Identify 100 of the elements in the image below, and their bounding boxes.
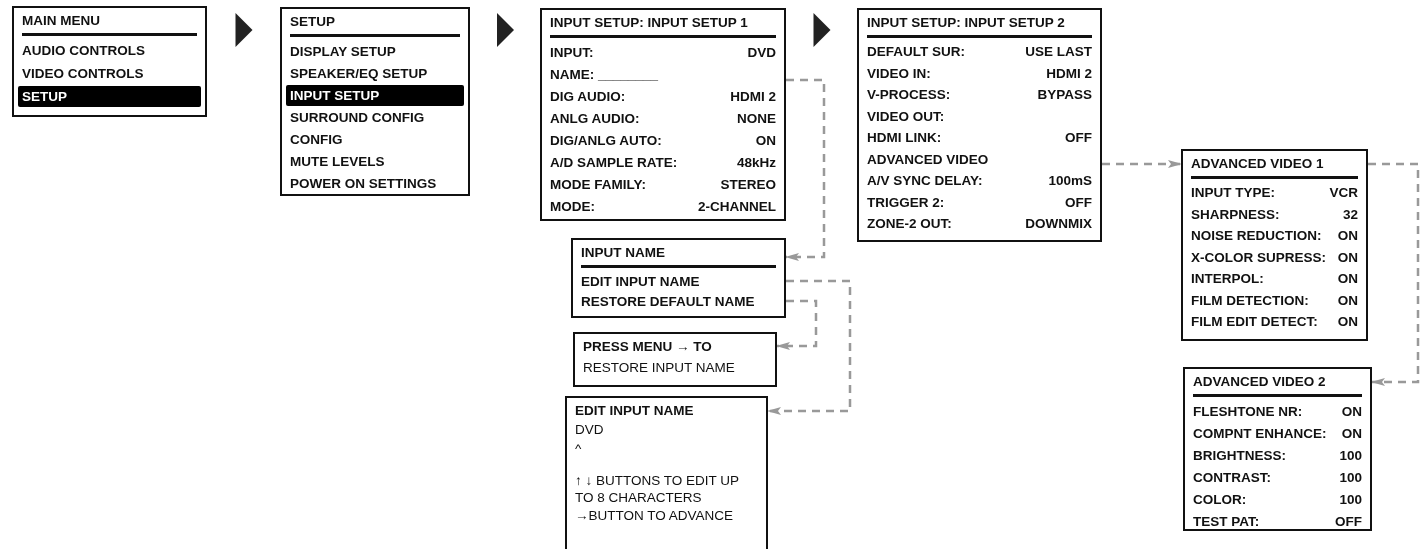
chevron-arrow bbox=[813, 13, 831, 47]
setting-label: VIDEO IN: bbox=[867, 64, 931, 82]
menu-title: MAIN MENU bbox=[22, 13, 100, 28]
setting-label: HDMI LINK: bbox=[867, 129, 942, 147]
dashed-arrow bbox=[1368, 162, 1420, 386]
menu-title: SETUP bbox=[290, 14, 335, 29]
setting-value: OFF bbox=[1065, 193, 1092, 211]
chevron-arrow bbox=[497, 13, 514, 47]
setting-label: FILM EDIT DETECT: bbox=[1191, 313, 1318, 331]
highlighted-menu-item: INPUT SETUP bbox=[286, 84, 464, 106]
menu-title: INPUT NAME bbox=[581, 245, 665, 260]
setting-value: 32 bbox=[1342, 205, 1358, 223]
setting-label: TEST PAT: bbox=[1193, 512, 1260, 530]
setting-label: DEFAULT SUR: bbox=[867, 43, 965, 61]
menu-item: POWER ON SETTINGS bbox=[290, 174, 437, 192]
setting-label: X-COLOR SUPRESS: bbox=[1191, 248, 1326, 266]
setting-label: A/V SYNC DELAY: bbox=[867, 172, 983, 190]
setting-label: FLESHTONE NR: bbox=[1193, 402, 1303, 420]
setting-value: OFF bbox=[1335, 512, 1362, 530]
setting-value: 2-CHANNEL bbox=[698, 197, 776, 215]
menu-screen bbox=[573, 332, 777, 387]
setting-value: 100 bbox=[1339, 490, 1362, 508]
menu-item: AUDIO CONTROLS bbox=[22, 42, 145, 59]
instruction-text: RESTORE INPUT NAME bbox=[583, 358, 735, 376]
setting-label: DIG AUDIO: bbox=[550, 87, 626, 105]
setting-value: OFF bbox=[1065, 129, 1092, 147]
setting-label: V-PROCESS: bbox=[867, 86, 951, 104]
dashed-arrow bbox=[785, 78, 826, 261]
setting-value: DOWNMIX bbox=[1025, 215, 1092, 233]
setting-label: DIG/ANLG AUTO: bbox=[550, 131, 662, 149]
menu-item: SURROUND CONFIG bbox=[290, 108, 425, 126]
setting-label: TRIGGER 2: bbox=[867, 193, 945, 211]
menu-title: INPUT SETUP: INPUT SETUP 1 bbox=[550, 15, 748, 30]
menu-item: CONFIG bbox=[290, 130, 343, 148]
setting-value: ON bbox=[1341, 424, 1362, 442]
menu-item: MUTE LEVELS bbox=[290, 152, 385, 170]
setting-label: A/D SAMPLE RATE: bbox=[550, 153, 678, 171]
setting-value: 100 bbox=[1339, 446, 1362, 464]
setting-label: INTERPOL: bbox=[1191, 270, 1264, 288]
setting-label: ANLG AUDIO: bbox=[550, 109, 640, 127]
setting-value: STEREO bbox=[720, 175, 776, 193]
setting-value: HDMI 2 bbox=[1046, 64, 1092, 82]
menu-item: RESTORE DEFAULT NAME bbox=[581, 292, 755, 310]
setting-value: ON bbox=[1337, 227, 1358, 245]
instruction-text: ↑ ↓ BUTTONS TO EDIT UP TO 8 CHARACTERS bbox=[575, 472, 740, 506]
menu-item: DISPLAY SETUP bbox=[290, 42, 396, 60]
menu-screen bbox=[1181, 149, 1368, 341]
instruction-text: →BUTTON TO ADVANCE bbox=[575, 507, 734, 524]
setting-label: COLOR: bbox=[1193, 490, 1247, 508]
chevron-arrow bbox=[235, 13, 253, 47]
dashed-arrow bbox=[776, 299, 818, 350]
setting-label: ZONE-2 OUT: bbox=[867, 215, 952, 233]
setting-label: FILM DETECTION: bbox=[1191, 291, 1309, 309]
menu-item: VIDEO CONTROLS bbox=[22, 65, 144, 82]
menu-screen bbox=[571, 238, 786, 318]
menu-screen bbox=[857, 8, 1102, 242]
instruction-text: ^ bbox=[575, 440, 582, 457]
setting-label: MODE FAMILY: bbox=[550, 175, 646, 193]
setting-value: ON bbox=[1337, 291, 1358, 309]
dashed-arrow bbox=[767, 279, 852, 415]
setting-value: ON bbox=[1337, 270, 1358, 288]
setting-value: ON bbox=[1341, 402, 1362, 420]
menu-item: NAME: ________ bbox=[550, 65, 659, 83]
setting-value: ON bbox=[1337, 248, 1358, 266]
setting-value: 48kHz bbox=[736, 153, 776, 171]
menu-screen bbox=[1183, 367, 1372, 531]
menu-title: ADVANCED VIDEO 1 bbox=[1191, 156, 1324, 171]
setting-value: ON bbox=[755, 131, 776, 149]
setting-label: INPUT: bbox=[550, 43, 594, 61]
menu-screen bbox=[12, 6, 207, 117]
setting-label: SHARPNESS: bbox=[1191, 205, 1280, 223]
setting-value: 100mS bbox=[1048, 172, 1092, 190]
highlighted-menu-item: SETUP bbox=[18, 86, 201, 107]
setting-value: ON bbox=[1337, 313, 1358, 331]
setting-value: BYPASS bbox=[1037, 86, 1092, 104]
menu-title: INPUT SETUP: INPUT SETUP 2 bbox=[867, 15, 1065, 30]
setting-value: DVD bbox=[747, 43, 776, 61]
menu-screen bbox=[540, 8, 786, 221]
dashed-arrow bbox=[1102, 160, 1182, 168]
menu-item: EDIT INPUT NAME bbox=[581, 272, 700, 290]
setting-label: NOISE REDUCTION: bbox=[1191, 227, 1322, 245]
menu-screen bbox=[280, 7, 470, 196]
setting-label: BRIGHTNESS: bbox=[1193, 446, 1286, 464]
menu-title: EDIT INPUT NAME bbox=[575, 403, 694, 418]
setting-label: CONTRAST: bbox=[1193, 468, 1271, 486]
setting-label: COMPNT ENHANCE: bbox=[1193, 424, 1327, 442]
menu-item: VIDEO OUT: bbox=[867, 107, 945, 125]
instruction-text: DVD bbox=[575, 421, 604, 438]
setting-label: INPUT TYPE: bbox=[1191, 184, 1275, 202]
menu-screen bbox=[565, 396, 768, 549]
menu-item: ADVANCED VIDEO bbox=[867, 150, 989, 168]
menu-item: SPEAKER/EQ SETUP bbox=[290, 64, 428, 82]
menu-title: PRESS MENU → TO bbox=[583, 339, 712, 354]
setting-value: USE LAST bbox=[1025, 43, 1092, 61]
setting-value: VCR bbox=[1329, 184, 1358, 202]
setting-label: MODE: bbox=[550, 197, 595, 215]
setting-value: HDMI 2 bbox=[730, 87, 776, 105]
setting-value: NONE bbox=[737, 109, 776, 127]
menu-title: ADVANCED VIDEO 2 bbox=[1193, 374, 1326, 389]
setting-value: 100 bbox=[1339, 468, 1362, 486]
